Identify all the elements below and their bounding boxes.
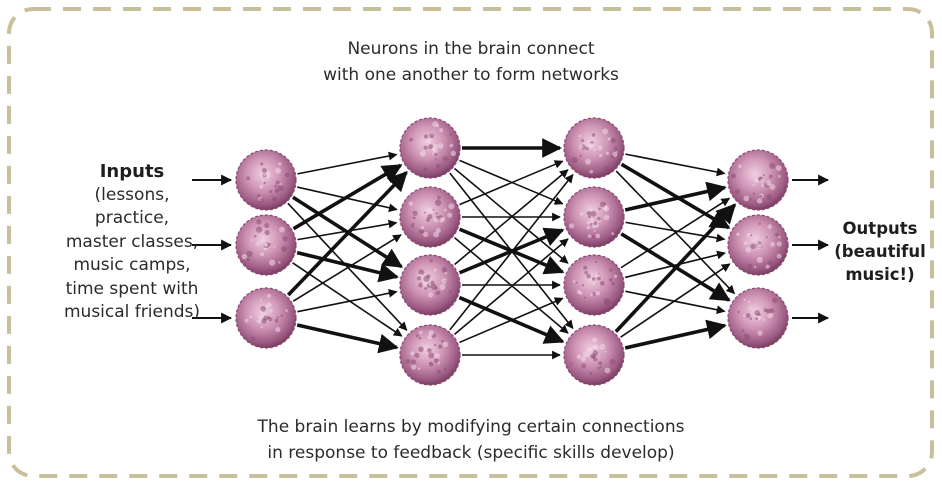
top-caption-line-1: Neurons in the brain connect [0,36,942,62]
outputs-label: Outputs (beautiful music!) [822,217,938,286]
neuron-cell [400,118,460,178]
bottom-caption-line-2: in response to feedback (specific skills… [0,440,942,466]
neuron-cell [400,255,460,315]
neuron-cell [236,215,296,275]
inputs-label: Inputs (lessons, practice, master classe… [52,160,212,325]
inputs-line: practice, [52,207,212,231]
connection-arrow [297,292,396,312]
connection-arrow [625,187,725,209]
outputs-line: music!) [822,263,938,286]
top-caption-line-2: with one another to form networks [0,62,942,88]
connection-arrow [297,325,397,347]
neuron-cell [400,187,460,247]
connection-arrow [293,235,401,301]
connection-layer [288,148,735,355]
neuron-cell [564,255,624,315]
connection-arrow [625,154,724,173]
neuron-cell [236,288,296,348]
neuron-cell [728,215,788,275]
inputs-line: (lessons, [52,184,212,208]
top-caption: Neurons in the brain connect with one an… [0,36,942,88]
inputs-line: master classes, [52,231,212,255]
neuron-cell [564,118,624,178]
neuron-cell [564,187,624,247]
connection-arrow [297,155,396,174]
inputs-line: music camps, [52,254,212,278]
outputs-line: (beautiful [822,240,938,263]
inputs-title: Inputs [52,160,212,184]
connection-arrow [298,223,397,240]
inputs-line: time spent with [52,278,212,302]
connection-arrow [625,253,725,277]
neuron-cell [564,325,624,385]
neuron-cell [400,325,460,385]
neuron-cell [728,288,788,348]
bottom-caption-line-1: The brain learns by modifying certain co… [0,414,942,440]
inputs-line: musical friends) [52,301,212,325]
neuron-cell [728,150,788,210]
neuron-cell [236,150,296,210]
outputs-title: Outputs [822,217,938,240]
connection-arrow [625,325,725,347]
bottom-caption: The brain learns by modifying certain co… [0,414,942,466]
connection-arrow [622,164,729,227]
